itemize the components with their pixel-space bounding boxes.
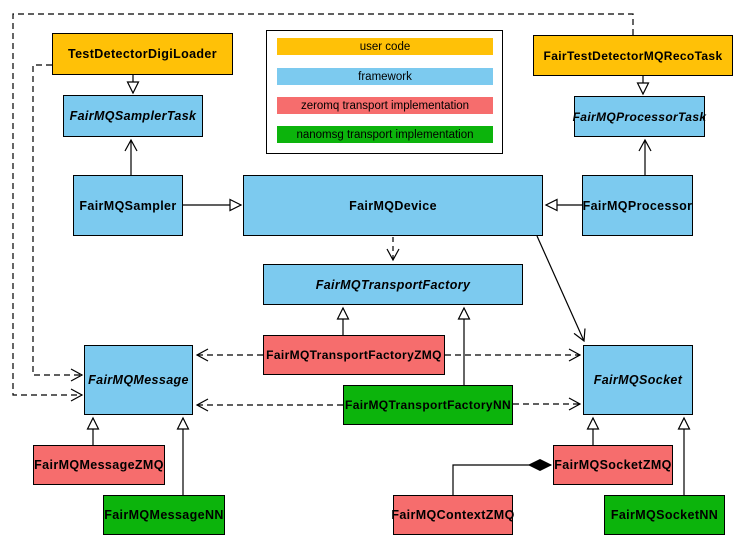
edge-association-device-to-socket — [536, 235, 586, 343]
node-fairmq-sampler: FairMQSampler — [73, 175, 183, 236]
node-fairmq-socket: FairMQSocket — [583, 345, 693, 415]
node-fairmq-processor-task: FairMQProcessorTask — [573, 96, 706, 137]
node-fairmq-transport-factory: FairMQTransportFactory — [263, 264, 523, 305]
legend-item-user-code: user code — [277, 38, 493, 55]
legend-item-nanomsg: nanomsg transport implementation — [277, 126, 493, 143]
legend: user code framework zeromq transport imp… — [266, 30, 503, 154]
node-fairmq-socket-nn: FairMQSocketNN — [604, 495, 725, 535]
node-fairmq-message-zmq: FairMQMessageZMQ — [33, 445, 165, 485]
node-fairmq-device: FairMQDevice — [243, 175, 543, 236]
legend-item-framework: framework — [277, 68, 493, 85]
edge-composition-contextzmq-to-socketzmq — [452, 458, 553, 495]
node-fairmq-transport-factory-nn: FairMQTransportFactoryNN — [343, 385, 513, 425]
node-fairmq-message: FairMQMessage — [84, 345, 193, 415]
node-fair-test-detector-mq-reco-task: FairTestDetectorMQRecoTask — [533, 35, 733, 76]
node-fairmq-sampler-task: FairMQSamplerTask — [63, 95, 203, 137]
node-fairmq-context-zmq: FairMQContextZMQ — [391, 495, 514, 535]
node-fairmq-message-nn: FairMQMessageNN — [103, 495, 225, 535]
node-fairmq-processor: FairMQProcessor — [582, 175, 693, 236]
node-fairmq-transport-factory-zmq: FairMQTransportFactoryZMQ — [263, 335, 445, 375]
node-test-detector-digi-loader: TestDetectorDigiLoader — [52, 33, 233, 75]
legend-item-zeromq: zeromq transport implementation — [277, 97, 493, 114]
node-fairmq-socket-zmq: FairMQSocketZMQ — [553, 445, 673, 485]
